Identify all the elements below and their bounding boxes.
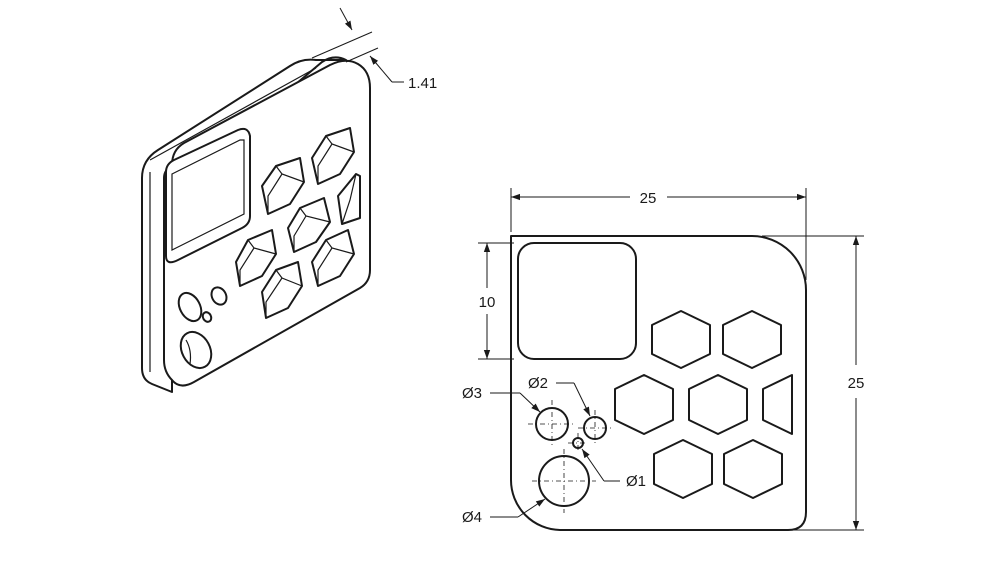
iso-hole-d2 <box>210 286 228 306</box>
height-label: 25 <box>848 375 865 392</box>
hex-5-partial <box>762 374 793 435</box>
iso-hex-grid <box>235 127 361 319</box>
iso-edge-top <box>149 67 317 161</box>
front-view: 25 25 10 Ø3 Ø2 Ø1 <box>462 188 865 531</box>
label-d2: Ø2 <box>528 375 548 392</box>
iso-hole-d4 <box>179 330 213 370</box>
label-d4: Ø4 <box>462 509 482 526</box>
iso-hole-d3 <box>177 291 203 323</box>
front-square-pocket <box>517 242 637 360</box>
width-label: 25 <box>640 190 657 207</box>
isometric-view: 1.41 <box>141 7 437 393</box>
hex-7 <box>723 439 783 499</box>
height-dimension: 25 <box>762 235 865 531</box>
iso-holes <box>177 286 228 370</box>
hex-3 <box>614 374 674 435</box>
front-holes <box>528 400 612 513</box>
label-d3: Ø3 <box>462 385 482 402</box>
hex-4 <box>688 374 748 435</box>
hex-2 <box>722 310 782 369</box>
thickness-label: 1.41 <box>408 75 437 92</box>
iso-square-pocket-inner <box>171 139 245 251</box>
iso-hex-4 <box>337 173 361 225</box>
label-d1: Ø1 <box>626 473 646 490</box>
front-hex-grid <box>614 310 793 499</box>
square-label: 10 <box>479 294 496 311</box>
hex-1 <box>651 310 711 369</box>
square-dimension: 10 <box>478 242 514 360</box>
width-dimension: 25 <box>510 188 807 280</box>
hex-6 <box>653 439 713 499</box>
hole-callouts: Ø3 Ø2 Ø1 Ø4 <box>462 375 646 526</box>
iso-hole-d1 <box>201 311 213 323</box>
iso-square-pocket <box>165 127 251 264</box>
iso-thickness-dimension: 1.41 <box>311 7 437 92</box>
